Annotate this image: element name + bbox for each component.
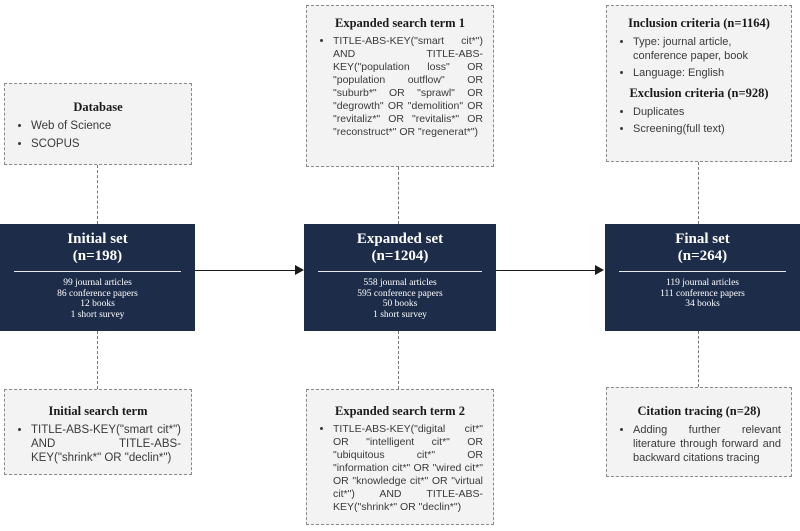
initial-search-title: Initial search term xyxy=(48,404,148,418)
database-title: Database xyxy=(73,100,123,114)
criteria-box: Inclusion criteria (n=1164) Type: journa… xyxy=(606,5,792,162)
exclusion-item: Screening(full text) xyxy=(633,122,781,136)
expanded-term1-box: Expanded search term 1 TITLE-ABS-KEY("sm… xyxy=(306,5,494,167)
expanded-set-item: 50 books xyxy=(382,299,418,309)
initial-set-item: 99 journal articles xyxy=(63,278,132,288)
arrowhead-expanded xyxy=(295,265,304,275)
initial-search-box: Initial search term TITLE-ABS-KEY("smart… xyxy=(4,389,192,475)
expanded-set-item: 558 journal articles xyxy=(363,278,437,288)
initial-set-box: Initial set (n=198) 99 journal articles … xyxy=(0,224,195,331)
expanded-set-box: Expanded set (n=1204) 558 journal articl… xyxy=(304,224,496,331)
expanded-set-count: (n=1204) xyxy=(371,248,429,264)
exclusion-list: Duplicates Screening(full text) xyxy=(617,105,781,136)
initial-search-list: TITLE-ABS-KEY("smart cit*") AND TITLE-AB… xyxy=(15,423,181,465)
expanded-term1-list: TITLE-ABS-KEY("smart cit*") AND TITLE-AB… xyxy=(317,35,483,139)
exclusion-title: Exclusion criteria (n=928) xyxy=(629,86,769,100)
final-set-item: 111 conference papers xyxy=(660,288,745,299)
exclusion-item: Duplicates xyxy=(633,105,781,119)
database-item: SCOPUS xyxy=(31,137,181,152)
connector-criteria-final xyxy=(698,162,699,224)
initial-set-item: 1 short survey xyxy=(70,309,125,320)
expanded-set-title: Expanded set xyxy=(356,231,444,247)
expanded-term2-box: Expanded search term 2 TITLE-ABS-KEY("di… xyxy=(306,389,494,525)
connector-term1-expanded xyxy=(398,167,399,224)
citation-box: Citation tracing (n=28) Adding further r… xyxy=(606,387,792,477)
expanded-term2-title: Expanded search term 2 xyxy=(335,404,465,418)
database-box: Database Web of Science SCOPUS xyxy=(4,83,192,165)
initial-set-title: Initial set xyxy=(67,231,128,247)
arrow-expanded-to-final xyxy=(496,270,595,271)
citation-list: Adding further relevant literature throu… xyxy=(617,423,781,465)
inclusion-item: Type: journal article, conference paper,… xyxy=(633,35,781,63)
inclusion-item: Language: English xyxy=(633,66,781,80)
divider xyxy=(619,271,786,272)
connector-final-citation xyxy=(698,331,699,387)
expanded-term1-item: TITLE-ABS-KEY("smart cit*") AND TITLE-AB… xyxy=(333,35,483,139)
initial-set-item: 12 books xyxy=(80,299,115,309)
expanded-term1-title: Expanded search term 1 xyxy=(335,16,465,30)
final-set-box: Final set (n=264) 119 journal articles 1… xyxy=(605,224,800,331)
expanded-term2-list: TITLE-ABS-KEY("digital cit*" OR "intelli… xyxy=(317,423,483,514)
initial-search-item: TITLE-ABS-KEY("smart cit*") AND TITLE-AB… xyxy=(31,423,181,465)
arrow-initial-to-expanded xyxy=(195,270,295,271)
initial-set-item: 86 conference papers xyxy=(57,288,138,299)
divider xyxy=(318,271,482,272)
expanded-set-item: 1 short survey xyxy=(373,309,427,320)
final-set-item: 34 books xyxy=(685,299,720,309)
divider xyxy=(14,271,181,272)
final-set-title: Final set xyxy=(675,231,730,247)
citation-title: Citation tracing (n=28) xyxy=(637,404,761,418)
connector-expanded-term2 xyxy=(398,331,399,389)
final-set-count: (n=264) xyxy=(677,248,728,264)
connector-initial-search xyxy=(97,331,98,389)
inclusion-list: Type: journal article, conference paper,… xyxy=(617,35,781,80)
initial-set-count: (n=198) xyxy=(72,248,123,264)
citation-item: Adding further relevant literature throu… xyxy=(633,423,781,465)
database-item: Web of Science xyxy=(31,119,181,134)
expanded-term2-item: TITLE-ABS-KEY("digital cit*" OR "intelli… xyxy=(333,423,483,514)
connector-database-initial xyxy=(97,165,98,224)
expanded-set-item: 595 conference papers xyxy=(357,288,443,299)
final-set-item: 119 journal articles xyxy=(666,278,739,288)
database-list: Web of Science SCOPUS xyxy=(15,119,181,152)
arrowhead-final xyxy=(595,265,604,275)
inclusion-title: Inclusion criteria (n=1164) xyxy=(628,16,770,30)
